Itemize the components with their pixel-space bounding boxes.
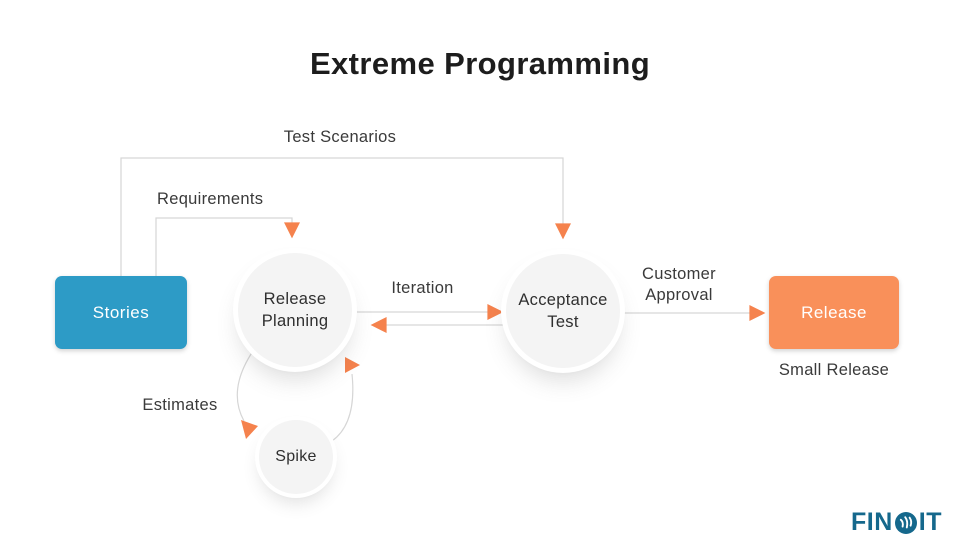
logo-o-globe-icon [894,512,917,534]
spike-return-arrowhead [345,357,360,373]
node-spike: Spike [259,420,333,494]
node-acceptance-test: Acceptance Test [506,254,620,368]
label-requirements: Requirements [157,190,264,208]
finoit-logo: FIN IT [851,509,942,535]
page-title: Extreme Programming [309,46,651,81]
label-estimates: Estimates [142,396,218,414]
edge-test-scenarios [120,157,571,276]
node-release-planning: Release Planning [238,253,352,367]
edge-spike-return-arc [331,373,354,442]
label-iteration: Iteration [391,279,454,297]
node-stories: Stories [55,276,187,349]
label-customer-approval: Customer Approval [642,265,716,304]
edge-estimates-arc [236,350,254,422]
logo-text-it: IT [918,507,942,536]
edge-requirements [155,217,300,276]
label-test-scenarios: Test Scenarios [283,128,397,146]
node-acceptance-test-label: Acceptance Test [518,290,608,331]
node-release-planning-label: Release Planning [261,289,329,330]
node-stories-label: Stories [92,302,150,322]
logo-text-fin: FIN [851,507,893,536]
estimates-arrowhead [241,420,258,439]
label-small-release: Small Release [778,361,890,379]
node-release-label: Release [801,302,867,322]
node-release: Release [769,276,899,349]
node-spike-label: Spike [275,448,317,466]
